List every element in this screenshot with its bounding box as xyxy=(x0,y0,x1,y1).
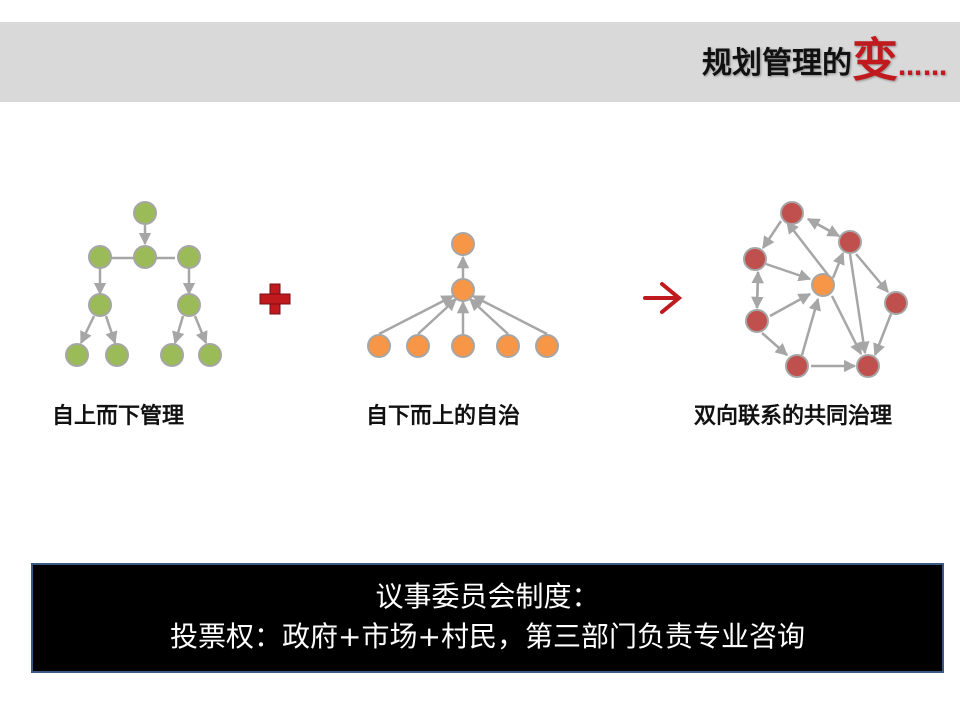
tree-node xyxy=(198,343,222,367)
arrow-right-icon xyxy=(643,282,683,314)
info-line-2: 投票权：政府+市场+村民，第三部门负责专业咨询 xyxy=(170,620,805,653)
fan-node xyxy=(367,334,391,358)
tree-node xyxy=(160,343,184,367)
tree-node xyxy=(88,293,112,317)
diagram-canvas xyxy=(65,201,908,378)
network-center-node xyxy=(811,273,835,297)
top-down-tree xyxy=(79,225,208,345)
fan-node xyxy=(496,334,520,358)
fan-node xyxy=(451,232,475,256)
network-node xyxy=(856,354,880,378)
title-emphasis: 变 xyxy=(852,33,898,87)
tree-node xyxy=(88,245,112,269)
caption-co-governance: 双向联系的共同治理 xyxy=(694,404,893,429)
plus-icon xyxy=(259,283,291,315)
network-node xyxy=(785,354,809,378)
top-down-nodes xyxy=(65,201,222,367)
caption-top-down: 自上而下管理 xyxy=(52,404,185,429)
info-box: 议事委员会制度： 投票权：政府+市场+村民，第三部门负责专业咨询 xyxy=(31,563,944,673)
network-nodes xyxy=(743,201,908,378)
fan-node xyxy=(451,278,475,302)
title-band xyxy=(0,22,960,102)
fan-node xyxy=(535,334,559,358)
title-main: 规划管理的 xyxy=(702,46,852,81)
tree-node xyxy=(105,343,129,367)
caption-bottom-up: 自下而上的自治 xyxy=(366,404,521,429)
bottom-up-nodes xyxy=(367,232,559,358)
tree-node xyxy=(133,245,157,269)
fan-node xyxy=(451,334,475,358)
network-node xyxy=(745,309,769,333)
tree-node xyxy=(177,245,201,269)
bottom-up-fan xyxy=(378,255,548,336)
info-line-1: 议事委员会制度： xyxy=(375,580,600,613)
network-node xyxy=(838,230,862,254)
tree-node xyxy=(133,201,157,225)
network-node xyxy=(884,291,908,315)
tree-node xyxy=(65,343,89,367)
title-ellipsis: …… xyxy=(898,53,948,81)
tree-node xyxy=(177,293,201,317)
network-node xyxy=(780,201,804,225)
network-node xyxy=(743,247,767,271)
network-edges xyxy=(751,217,893,373)
slide-title: 规划管理的 变 …… xyxy=(702,30,948,90)
fan-node xyxy=(406,334,430,358)
